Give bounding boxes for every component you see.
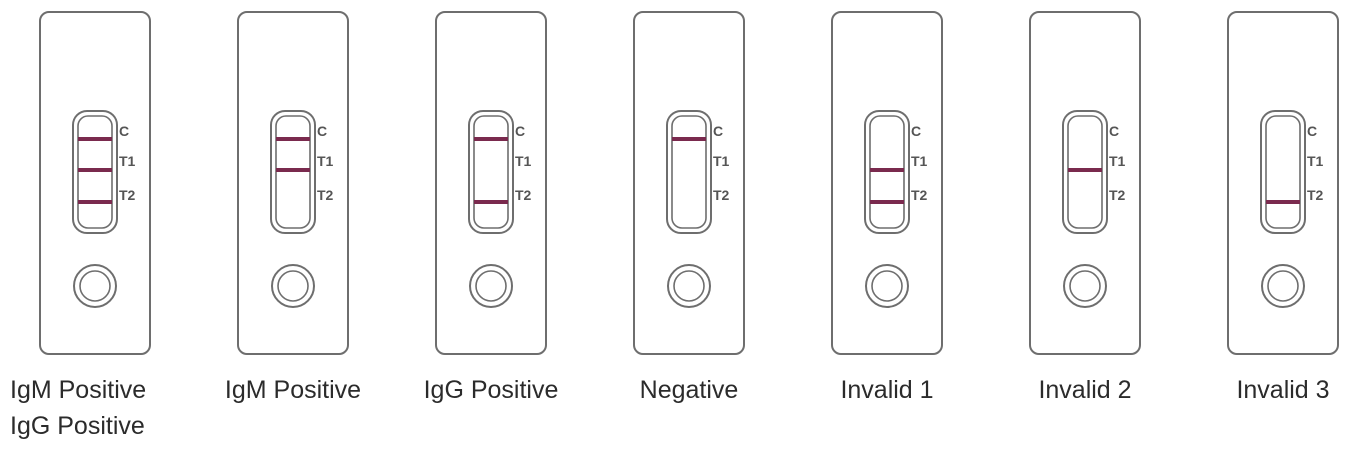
- line-label-t2: T2: [911, 187, 928, 203]
- band-c: [78, 137, 112, 141]
- sample-well-outer: [1063, 264, 1107, 308]
- sample-well-outer: [271, 264, 315, 308]
- band-c: [276, 137, 310, 141]
- band-t2: [1266, 200, 1300, 204]
- sample-well-inner: [673, 270, 705, 302]
- result-window-inner: [473, 115, 509, 229]
- line-label-c: C: [713, 123, 723, 139]
- line-label-t1: T1: [515, 153, 532, 169]
- sample-well-inner: [277, 270, 309, 302]
- band-t2: [870, 200, 904, 204]
- result-window-inner: [671, 115, 707, 229]
- band-t1: [1068, 168, 1102, 172]
- band-t1: [276, 168, 310, 172]
- line-label-c: C: [515, 123, 525, 139]
- sample-well-outer: [469, 264, 513, 308]
- band-c: [672, 137, 706, 141]
- line-label-c: C: [911, 123, 921, 139]
- line-label-t1: T1: [713, 153, 730, 169]
- line-label-t1: T1: [911, 153, 928, 169]
- band-c: [474, 137, 508, 141]
- caption-line: IgG Positive: [423, 376, 559, 404]
- caption-line: IgM Positive: [10, 376, 147, 404]
- caption-invalid-3: Invalid 3: [1183, 372, 1352, 408]
- result-window-outer: [666, 110, 712, 234]
- caption-line: IgM Positive: [224, 376, 362, 404]
- line-label-c: C: [317, 123, 327, 139]
- result-window-outer: [468, 110, 514, 234]
- line-label-t1: T1: [119, 153, 136, 169]
- caption-line: Invalid 3: [1236, 376, 1330, 404]
- line-label-t2: T2: [713, 187, 730, 203]
- result-window-outer: [72, 110, 118, 234]
- band-t2: [474, 200, 508, 204]
- caption-line: Invalid 2: [1038, 376, 1132, 404]
- line-label-t1: T1: [1109, 153, 1126, 169]
- caption-line: Invalid 1: [840, 376, 934, 404]
- line-label-t2: T2: [317, 187, 334, 203]
- band-t1: [870, 168, 904, 172]
- sample-well-outer: [1261, 264, 1305, 308]
- result-window-inner: [1265, 115, 1301, 229]
- sample-well-outer: [73, 264, 117, 308]
- caption-invalid-2: Invalid 2: [985, 372, 1185, 408]
- line-label-c: C: [1307, 123, 1317, 139]
- line-label-t2: T2: [1307, 187, 1324, 203]
- result-window-outer: [1062, 110, 1108, 234]
- line-label-t1: T1: [317, 153, 334, 169]
- line-label-c: C: [119, 123, 129, 139]
- sample-well-outer: [865, 264, 909, 308]
- sample-well-inner: [1267, 270, 1299, 302]
- band-t1: [78, 168, 112, 172]
- caption-line: IgG Positive: [10, 412, 145, 440]
- caption-igm-positive: IgM Positive: [193, 372, 393, 408]
- sample-well-inner: [871, 270, 903, 302]
- sample-well-outer: [667, 264, 711, 308]
- line-label-t1: T1: [1307, 153, 1324, 169]
- line-label-t2: T2: [119, 187, 136, 203]
- result-window-outer: [1260, 110, 1306, 234]
- result-window-outer: [270, 110, 316, 234]
- sample-well-inner: [79, 270, 111, 302]
- sample-well-inner: [1069, 270, 1101, 302]
- sample-well-inner: [475, 270, 507, 302]
- line-label-c: C: [1109, 123, 1119, 139]
- band-t2: [78, 200, 112, 204]
- caption-igg-positive: IgG Positive: [391, 372, 591, 408]
- line-label-t2: T2: [1109, 187, 1126, 203]
- caption-invalid-1: Invalid 1: [787, 372, 987, 408]
- line-label-t2: T2: [515, 187, 532, 203]
- result-window-outer: [864, 110, 910, 234]
- caption-negative: Negative: [589, 372, 789, 408]
- caption-line: Negative: [639, 376, 739, 404]
